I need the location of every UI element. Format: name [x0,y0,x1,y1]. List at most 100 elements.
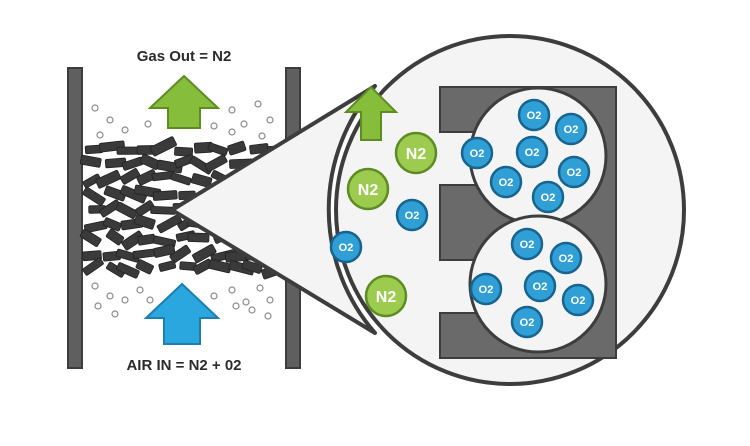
o2-molecule-label: O2 [564,124,579,136]
o2-molecule-label: O2 [520,239,535,251]
o2-molecule-circle [489,165,523,199]
bubble [264,312,272,320]
o2-molecule: O2 [549,241,583,275]
bubble [96,131,104,139]
o2-molecule: O2 [510,305,544,339]
o2-molecule-circle [561,283,595,317]
bubble [254,100,262,108]
o2-molecule-label: O2 [571,295,586,307]
bubble [146,296,154,304]
sieve-pellet [152,235,177,248]
n2-molecule-label: N2 [376,289,397,306]
n2-molecule: N2 [394,131,438,175]
sieve-pellet [241,259,263,274]
o2-molecule: O2 [489,165,523,199]
sieve-pellet [158,260,177,272]
o2-molecule-label: O2 [470,148,485,160]
sieve-pellet [79,154,102,168]
o2-molecule-label: O2 [541,192,556,204]
bubble [240,120,248,128]
gas-bubbles [91,100,274,320]
bubble [210,122,218,130]
sieve-pellet [169,244,191,264]
o2-molecule-label: O2 [339,242,354,254]
bubble [106,292,114,300]
o2-molecule-circle [517,98,551,132]
o2-molecule: O2 [557,155,591,189]
n2-molecule-label: N2 [406,146,427,163]
bubble [94,302,102,310]
bubble [106,116,114,124]
column-left-wall [67,67,83,369]
bubble [232,302,240,310]
o2-molecule-label: O2 [527,110,542,122]
o2-molecule-label: O2 [520,317,535,329]
sieve-pellet [82,173,102,189]
sieve-pellet [105,228,125,246]
sieve-pellet [115,201,138,219]
o2-molecule: O2 [395,198,429,232]
o2-molecule: O2 [531,180,565,214]
o2-molecule: O2 [460,136,494,170]
o2-molecule-circle [515,135,549,169]
sieve-pellet [103,185,127,202]
n2-molecule-circle [364,274,408,318]
bubble [242,298,250,306]
sieve-pellet [207,142,229,156]
bubble [258,132,266,140]
sieve-pellet [119,168,141,185]
n2-molecule-label: N2 [358,182,379,199]
sieve-pellet [82,250,102,262]
sieve-pellet [135,200,155,217]
o2-molecule-circle [510,305,544,339]
bubble [144,120,152,128]
o2-molecule-circle [395,198,429,232]
sieve-pellet [153,244,176,258]
n2-molecule-circle [346,167,390,211]
o2-molecule-label: O2 [559,253,574,265]
bubble [266,116,274,124]
sieve-pellet [82,186,106,206]
bubble [256,284,264,292]
o2-molecule-circle [460,136,494,170]
o2-molecule-label: O2 [533,281,548,293]
sieve-pellet [102,217,122,232]
sieve-pellet [133,214,156,230]
sieve-pellet [116,146,140,155]
sieve-pellet [170,172,192,186]
sieve-pellet [190,173,213,188]
o2-molecule: O2 [554,112,588,146]
bubble [266,296,274,304]
sieve-pellet [82,257,104,276]
sieve-pellet [204,154,228,172]
sieve-pellet [79,228,102,247]
o2-molecule-circle [329,230,363,264]
o2-molecule-circle [510,227,544,261]
bubble [228,286,236,294]
sieve-pellet [156,214,183,234]
o2-molecule: O2 [561,283,595,317]
sieve-pellet [115,248,140,263]
o2-molecule-circle [531,180,565,214]
bubble [121,126,129,134]
o2-molecule-label: O2 [405,210,420,222]
zoom-out-arrow-icon [343,85,399,141]
o2-molecule: O2 [329,230,363,264]
o2-molecule-circle [557,155,591,189]
air-in-arrow-icon [143,282,221,345]
sieve-pellet [95,169,122,189]
air-in-label: AIR IN = N2 + 02 [126,357,241,374]
bubble [91,104,99,112]
o2-molecule-label: O2 [567,167,582,179]
sieve-pellet [227,140,247,156]
zoom-view [334,34,686,386]
n2-molecule: N2 [346,167,390,211]
bubble [121,296,129,304]
gas-out-arrow-icon [147,74,221,129]
o2-molecule-circle [554,112,588,146]
bubble [248,306,256,314]
sieve-pellet [135,259,154,275]
